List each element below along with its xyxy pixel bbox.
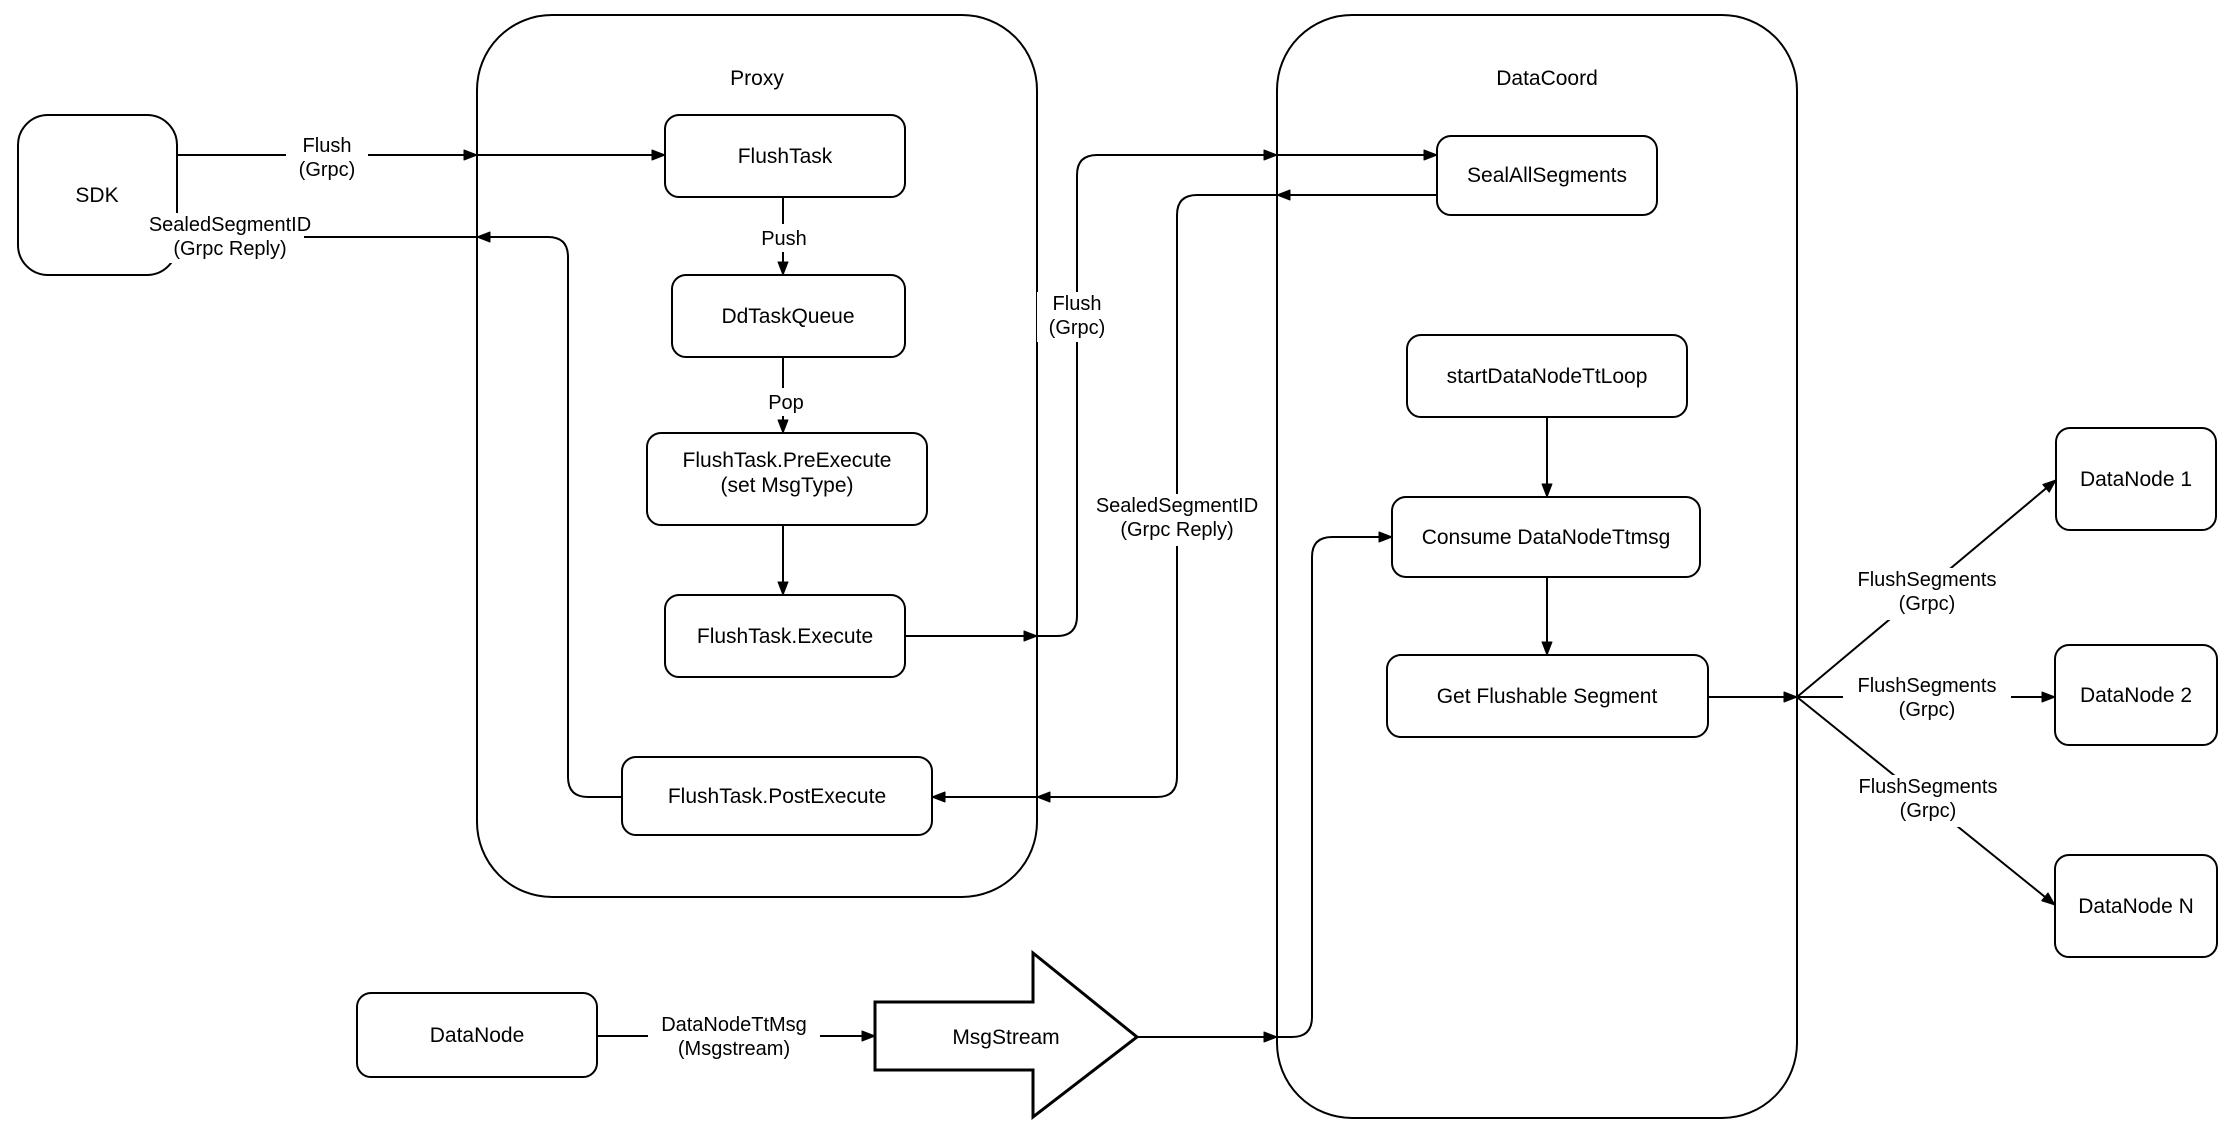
- edge-label-line: (Grpc): [1899, 593, 1956, 615]
- edge-label-bg: [286, 134, 368, 182]
- edge-msgstream-to-consume: [1277, 531, 1393, 1038]
- edge-label-line: (Grpc): [299, 159, 356, 181]
- datanoden-node: [2054, 854, 2218, 958]
- ddtaskqueue-label: DdTaskQueue: [721, 305, 854, 328]
- preexecute-label-line2: (set MsgType): [720, 474, 853, 497]
- consume-datanodettmsg-node: [1391, 496, 1701, 578]
- edge-label-bg: [1843, 674, 2011, 726]
- datanode1-label: DataNode 1: [2080, 468, 2192, 491]
- edge-label-line: Flush: [1053, 293, 1102, 315]
- edge-label-line: DataNodeTtMsg: [661, 1014, 807, 1036]
- proxy-title: Proxy: [730, 67, 784, 90]
- edge-label-line: (Grpc Reply): [173, 238, 286, 260]
- edge-label-line: FlushSegments: [1858, 675, 1997, 697]
- edge-label-line: (Grpc): [1899, 699, 1956, 721]
- edge-label-bg: [754, 224, 814, 252]
- datanoden-label: DataNode N: [2078, 895, 2194, 918]
- preexecute-node: [646, 432, 928, 526]
- edge-label-flushsegments-3: FlushSegments (Grpc): [1844, 775, 2012, 827]
- datanode2-node: [2054, 644, 2218, 746]
- startdatanodettloop-node: [1406, 334, 1688, 418]
- proxy-container: [476, 14, 1038, 898]
- edge-label-bg: [1083, 494, 1271, 546]
- edge-label-bg: [1843, 568, 2011, 620]
- getflushablesegment-label: Get Flushable Segment: [1437, 685, 1658, 708]
- edge-label-line: Pop: [768, 392, 804, 414]
- edge-label-datanode-tt: DataNodeTtMsg (Msgstream): [648, 1012, 820, 1064]
- sdk-node: [17, 114, 178, 276]
- edge-label-flushsegments-1: FlushSegments (Grpc): [1843, 568, 2011, 620]
- datacoord-title: DataCoord: [1496, 67, 1598, 90]
- datanode1-node: [2055, 427, 2217, 531]
- postexecute-node: [621, 756, 933, 836]
- edge-label-line: (Grpc): [1900, 800, 1957, 822]
- edge-label-flushsegments-2: FlushSegments (Grpc): [1843, 674, 2011, 726]
- edge-label-line: (Msgstream): [678, 1038, 790, 1060]
- edge-label-line: FlushSegments: [1858, 569, 1997, 591]
- sealallsegments-label: SealAllSegments: [1467, 164, 1627, 187]
- sealallsegments-node: [1436, 135, 1658, 216]
- msgstream-block-arrow: [873, 949, 1140, 1121]
- startdatanodettloop-label: startDataNodeTtLoop: [1447, 365, 1648, 388]
- edge-label-push: Push: [754, 224, 814, 252]
- flushtask-label: FlushTask: [738, 145, 833, 168]
- edge-label-flush-mid: Flush (Grpc): [1037, 292, 1117, 342]
- edge-label-line: SealedSegmentID: [149, 214, 311, 236]
- edge-label-bg: [156, 213, 304, 263]
- datacoord-container: [1276, 14, 1798, 1119]
- edge-label-line: Push: [761, 228, 807, 250]
- edge-label-pop: Pop: [758, 388, 814, 416]
- getflushablesegment-node: [1386, 654, 1709, 738]
- edge-label-line: FlushSegments: [1859, 776, 1998, 798]
- edge-label-bg: [758, 388, 814, 416]
- edge-label-line: (Grpc Reply): [1120, 519, 1233, 541]
- consume-datanodettmsg-label: Consume DataNodeTtmsg: [1422, 526, 1671, 549]
- edge-label-flush-sdk: Flush (Grpc): [286, 134, 368, 182]
- datanode-label: DataNode: [430, 1024, 525, 1047]
- postexecute-label: FlushTask.PostExecute: [668, 785, 886, 808]
- execute-label: FlushTask.Execute: [697, 625, 873, 648]
- edge-label-line: SealedSegmentID: [1096, 495, 1258, 517]
- execute-node: [664, 594, 906, 678]
- edge-label-line: (Grpc): [1049, 317, 1106, 339]
- sdk-label: SDK: [75, 184, 118, 207]
- edge-flush-to-datacoord-edge: [1037, 149, 1278, 637]
- datanode-node: [356, 992, 598, 1078]
- edge-label-bg: [1844, 775, 2012, 827]
- edge-label-sealed-sdk: SealedSegmentID (Grpc Reply): [149, 213, 311, 263]
- preexecute-label-line1: FlushTask.PreExecute: [683, 449, 892, 472]
- datanode2-label: DataNode 2: [2080, 684, 2192, 707]
- edge-label-line: Flush: [303, 135, 352, 157]
- edge-label-bg: [648, 1012, 820, 1064]
- ddtaskqueue-node: [671, 274, 906, 358]
- edge-label-sealed-mid: SealedSegmentID (Grpc Reply): [1083, 494, 1271, 546]
- edge-label-bg: [1037, 292, 1117, 342]
- flushtask-node: [664, 114, 906, 198]
- msgstream-label: MsgStream: [952, 1026, 1059, 1049]
- edge-reply-postexecute-to-proxy-edge: [476, 231, 622, 798]
